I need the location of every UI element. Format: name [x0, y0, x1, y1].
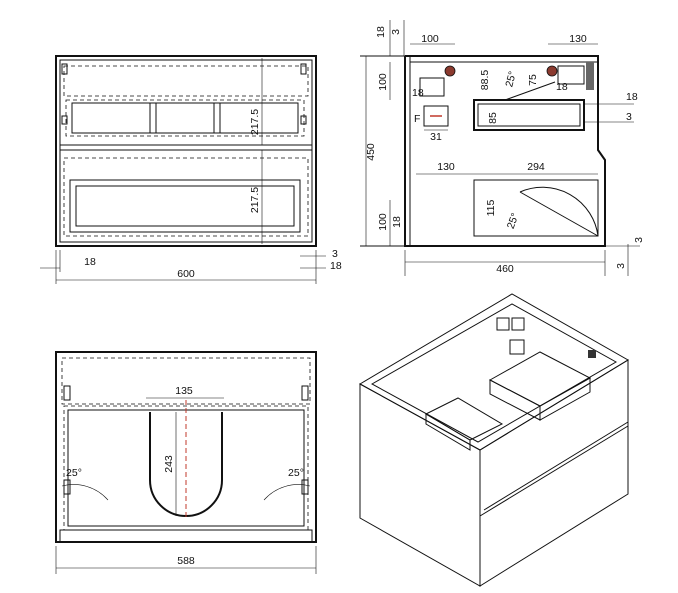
upper-hidden-rail — [63, 65, 309, 97]
iso-top-inner — [370, 303, 618, 443]
screw-right-icon — [546, 65, 558, 77]
dim-h-18-small: 18 — [412, 87, 424, 99]
iso-left-face — [359, 383, 481, 587]
dim-bottom-small-b: 18 — [330, 260, 342, 272]
bottom-bracket-right — [301, 385, 309, 401]
dim-right-3: 3 — [626, 111, 632, 123]
lower-box — [473, 179, 599, 237]
front-bracket-left — [61, 63, 68, 75]
upper-drawer-body — [71, 102, 299, 134]
dim-right-18: 18 — [626, 91, 638, 103]
rear-rail-hidden — [61, 357, 311, 405]
dim-len-75: 75 — [527, 74, 539, 86]
plinth — [59, 529, 313, 543]
iso-basin-box-top — [488, 351, 592, 407]
dim-angle-25-b: 25° — [505, 211, 522, 230]
dim-side-gap: 18 — [84, 256, 96, 268]
iso-compartment-side — [425, 413, 471, 451]
front-bracket-right — [300, 63, 307, 75]
dim-width-460: 460 — [496, 263, 514, 275]
dim-w-130-mid: 130 — [437, 161, 455, 173]
swing-line-lower — [519, 191, 599, 237]
dim-bottom-3: 3 — [633, 237, 645, 243]
wall-hatch — [586, 62, 594, 90]
rear-panel — [409, 55, 599, 63]
dim-angle-left: 25° — [66, 467, 82, 479]
dim-w-294: 294 — [527, 161, 545, 173]
bottom-hinge-right — [301, 479, 309, 495]
dim-w-135: 135 — [175, 385, 193, 397]
dim-left-100-b: 100 — [377, 213, 389, 231]
dim-h-115: 115 — [485, 199, 497, 216]
iso-wall-fixing-icon — [588, 350, 596, 358]
iso-drawer-split — [479, 425, 629, 517]
iso-drawer-split-2 — [483, 421, 629, 511]
basin-box — [473, 99, 585, 131]
dim-width-588: 588 — [177, 555, 195, 567]
iso-compartment-top — [424, 397, 504, 441]
dim-height-bottom: 217.5 — [249, 187, 261, 213]
bracket-right — [557, 65, 585, 85]
dim-total-width: 600 — [177, 268, 195, 280]
dim-d-18-top: 18 — [556, 81, 568, 93]
dim-w-31: 31 — [430, 131, 442, 143]
dim-top-3: 3 — [390, 29, 402, 35]
swing-arc-lower — [519, 186, 599, 237]
hanger-plate — [423, 105, 449, 127]
front-view: 217.5 217.5 18 600 3 18 — [40, 55, 342, 284]
front-bracket-right-2 — [300, 115, 307, 125]
dim-angle-25-a: 25° — [503, 70, 519, 88]
iso-front-face — [479, 359, 629, 587]
upper-drawer-hidden — [65, 99, 305, 137]
dim-top-18: 18 — [375, 26, 387, 38]
bottom-view: 135 243 25° 25° 588 — [55, 351, 317, 574]
iso-bracket-2-icon — [511, 317, 525, 331]
lower-drawer-body — [69, 179, 301, 233]
bracket-left — [419, 77, 445, 97]
top-view: 100 130 18 3 100 450 18 88.5 25° 75 18 F… — [360, 20, 645, 276]
dim-depth-450: 450 — [365, 143, 377, 161]
iso-basin-box-front — [539, 377, 591, 421]
swing-arc-left — [61, 484, 109, 501]
screw-left-icon — [444, 65, 456, 77]
iso-top-rim — [358, 293, 629, 451]
bottom-hinge-left — [63, 479, 71, 495]
iso-basin-box-side — [489, 379, 541, 421]
dim-w-100: 100 — [421, 33, 439, 45]
basin-box-inner — [477, 103, 581, 127]
dim-bottom-small-a: 3 — [332, 248, 338, 260]
iso-bracket-icon — [496, 317, 510, 331]
dim-angle-right: 25° — [288, 467, 304, 479]
dim-right-bottom-3: 3 — [615, 263, 627, 269]
dim-left-100: 100 — [377, 73, 389, 91]
dim-left-18-b: 18 — [391, 216, 403, 228]
front-view-inner-outline — [59, 59, 313, 243]
lower-drawer-inner — [75, 185, 295, 227]
bottom-bracket-left — [63, 385, 71, 401]
lower-drawer-hidden — [63, 157, 309, 237]
dim-height-top: 217.5 — [249, 109, 261, 135]
isometric-view — [358, 293, 629, 587]
dim-h-243: 243 — [163, 455, 175, 473]
iso-hanger-icon — [509, 339, 525, 355]
label-f: F — [414, 113, 420, 125]
front-view-outline — [55, 55, 317, 247]
dim-h-85: 85 — [487, 112, 499, 124]
dim-w-130-top: 130 — [569, 33, 587, 45]
dim-len-88-5: 88.5 — [479, 70, 491, 91]
angle-line-top — [504, 81, 556, 101]
front-bracket-left-2 — [61, 115, 68, 125]
swing-arc-right — [263, 484, 311, 501]
